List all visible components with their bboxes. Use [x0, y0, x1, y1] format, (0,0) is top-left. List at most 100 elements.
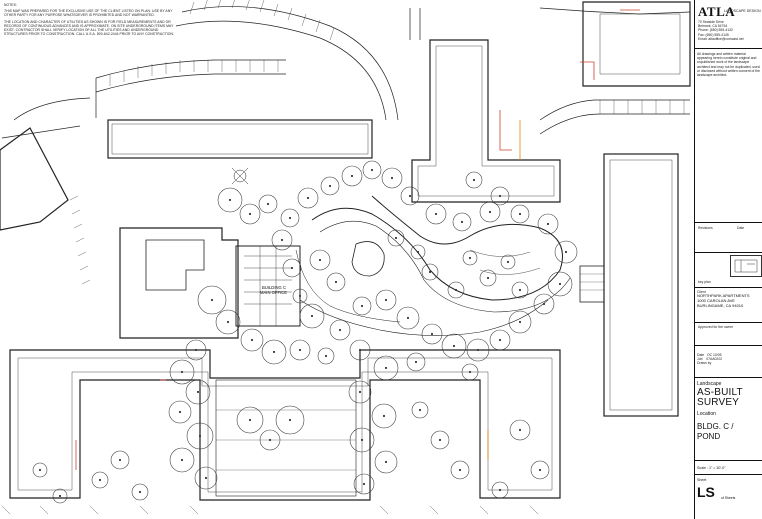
tree-canopy [381, 167, 403, 189]
project-row-key: Drawn by [697, 361, 712, 366]
tree-trunk [360, 438, 364, 442]
tree-canopy [292, 288, 308, 304]
tree-canopy [317, 347, 335, 365]
building-south [9, 349, 561, 501]
building-northeast [582, 1, 691, 87]
tree-trunk [458, 468, 462, 472]
tree-canopy [490, 186, 510, 206]
tree-trunk [506, 260, 510, 264]
approved-label: Approved for the owner [698, 325, 734, 329]
tree-trunk [416, 250, 420, 254]
tree-trunk [318, 258, 322, 262]
tree-trunk [180, 458, 184, 462]
tree-canopy [289, 339, 311, 361]
tree-canopy [349, 339, 371, 361]
tree-canopy [353, 473, 375, 495]
tree-canopy [466, 338, 490, 362]
tree-canopy [450, 460, 470, 480]
tree-trunk [498, 338, 502, 342]
tree-trunk [384, 366, 388, 370]
tree-canopy [461, 363, 479, 381]
tree-canopy [348, 380, 372, 404]
tree-canopy [131, 483, 149, 501]
discipline-label: Landscape [697, 381, 722, 387]
drawing-title-line: AS-BUILT [697, 387, 743, 398]
tree-trunk [538, 468, 542, 472]
tree-trunk [460, 220, 464, 224]
tree-trunk [452, 344, 456, 348]
tree-canopy [215, 309, 241, 335]
tree-canopy [500, 254, 516, 270]
drawing-title: AS-BUILT SURVEY [697, 388, 743, 408]
tree-trunk [178, 410, 182, 414]
tree-trunk [434, 212, 438, 216]
tree-canopy [258, 194, 278, 214]
tree-trunk [360, 304, 364, 308]
tree-trunk [518, 288, 522, 292]
site-plan-drawing: BUILDING C MAIN OFFICE [0, 0, 691, 515]
tree-canopy [299, 303, 325, 329]
general-notes: NOTES: THIS MAP WAS PREPARED FOR THE EXC… [4, 3, 174, 38]
tree-trunk [564, 250, 568, 254]
tree-trunk [268, 438, 272, 442]
tree-trunk [198, 434, 202, 438]
tree-canopy [510, 204, 530, 224]
key-plan-label: key plan [698, 280, 711, 284]
road-curve-north-inner [175, 20, 387, 121]
tree-trunk [406, 316, 410, 320]
tree-trunk [358, 348, 362, 352]
tree-trunk [418, 408, 422, 412]
project-row-value: OC 10/05 [707, 353, 722, 357]
tree-trunk [138, 490, 142, 494]
tree-trunk [228, 198, 232, 202]
tree-trunk [394, 236, 398, 240]
office-label-line2: MAIN OFFICE [260, 290, 287, 295]
tree-trunk [310, 314, 314, 318]
tree-canopy [410, 244, 426, 260]
project-row-key: Date [697, 353, 705, 357]
tree-trunk [118, 458, 122, 462]
sheet-number: LS [697, 484, 715, 500]
tree-canopies [32, 160, 578, 504]
tree-trunk [350, 174, 354, 178]
tree-canopy [261, 339, 287, 365]
tree-trunk [408, 194, 412, 198]
tree-trunk [382, 414, 386, 418]
disclaimer-text: All drawings and written material appear… [697, 52, 760, 78]
tree-trunk [334, 280, 338, 284]
tree-canopy [282, 258, 302, 278]
firm-logo-subtitle: LANDSCAPE DESIGN [724, 9, 761, 13]
location-label: Location [697, 411, 716, 417]
building-west [0, 127, 69, 231]
firm-line: Fax: (650) 555-4145 [698, 32, 729, 37]
tree-canopy [236, 406, 264, 434]
location-line: POND [697, 432, 721, 441]
tree-canopy [169, 359, 195, 385]
tree-canopy [374, 450, 398, 474]
tree-canopy [425, 203, 447, 225]
notes-heading: NOTES: [4, 3, 17, 7]
tree-canopy [406, 352, 426, 372]
tree-trunk [472, 178, 476, 182]
tree-canopy [32, 462, 48, 478]
utility-lines [75, 9, 640, 470]
client-block: Client NORTHPARK APARTMENTS 1000 CAROLAN… [697, 290, 761, 309]
tree-canopy [326, 272, 346, 292]
tree-trunk [542, 302, 546, 306]
notes-paragraph-2: THE LOCATION AND CHARACTER OF UTILITIES … [4, 19, 174, 37]
tree-trunk [306, 196, 310, 200]
tree-canopy [280, 208, 300, 228]
building-east [603, 153, 679, 417]
road-curve-north [181, 6, 399, 121]
tree-canopy [271, 229, 293, 251]
tree-trunk [324, 354, 328, 358]
tree-trunk [498, 194, 502, 198]
project-info: Date OC 10/05 Job 07AA0202 Drawn by [697, 353, 761, 366]
tree-trunk [180, 370, 184, 374]
tree-trunk [266, 202, 270, 206]
tree-trunk [384, 460, 388, 464]
tree-canopy [185, 339, 207, 361]
tree-canopy [240, 328, 264, 352]
revisions-label: Revisions [698, 226, 713, 230]
